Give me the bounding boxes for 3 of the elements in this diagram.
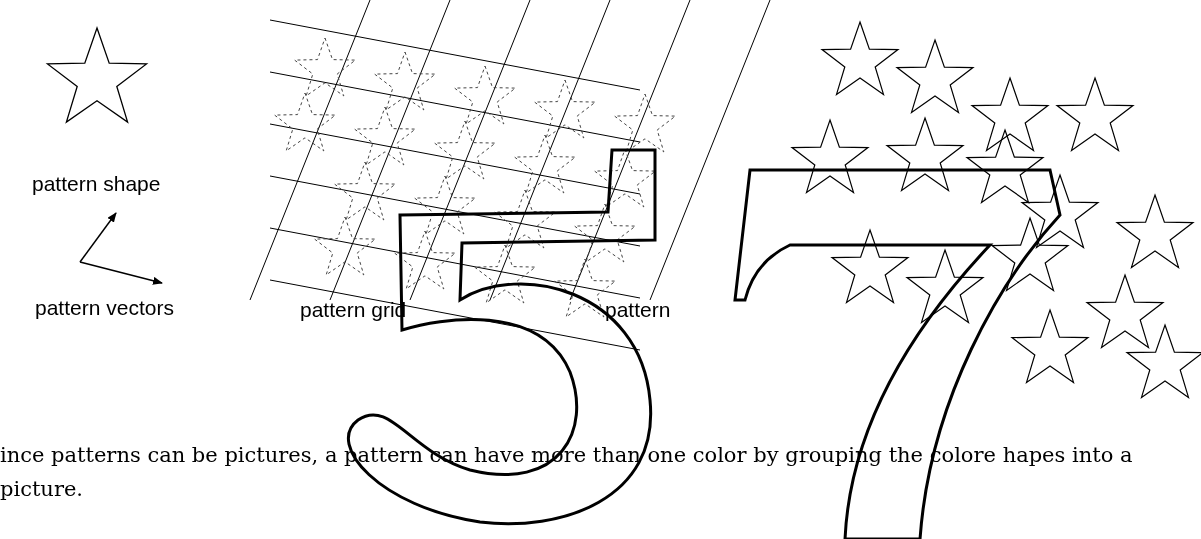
caption-label: pattern (605, 298, 671, 322)
caption-label: pattern shape (32, 172, 161, 196)
caption-label: pattern vectors (35, 296, 174, 320)
